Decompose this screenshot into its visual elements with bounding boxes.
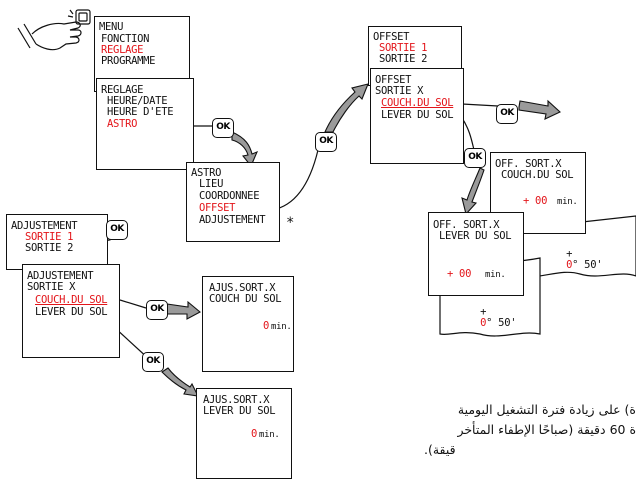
offset-x-line-2: SORTIE X	[375, 85, 424, 97]
button-icon	[75, 9, 91, 25]
off-couch-value: + 00	[523, 195, 548, 207]
ajus-lever-unit: min.	[259, 430, 280, 440]
arrow-lever-down	[461, 167, 485, 216]
menu-line-1: MENU	[99, 21, 124, 33]
adj-x-line-4: LEVER DU SOL	[35, 306, 108, 318]
offset-x-line-3: COUCH.DU SOL	[381, 97, 454, 109]
arrow-offset-up	[324, 83, 369, 133]
strip-right-digit: 0	[566, 259, 573, 271]
arrow-adj-couch-right	[166, 300, 201, 320]
ajus-couch-line-1: AJUS.SORT.X	[209, 282, 276, 294]
astro-line-1: ASTRO	[191, 167, 222, 179]
ajus-couch-value: 0	[263, 320, 270, 332]
astro-screen: ASTRO LIEU COORDONNEE OFFSET ADJUSTEMENT	[186, 162, 280, 242]
menu-line-3: REGLAGE	[101, 44, 144, 56]
reglage-line-4: ASTRO	[107, 118, 138, 130]
ajus-couch-screen: AJUS.SORT.X COUCH DU SOL 0 min.	[202, 276, 294, 372]
ajus-couch-line-2: COUCH DU SOL	[209, 293, 282, 305]
adj-x-line-3: COUCH.DU SOL	[35, 294, 108, 306]
offset-x-line-1: OFFSET	[375, 74, 412, 86]
astro-line-2: LIEU	[199, 178, 224, 190]
strip-left-digit: 0	[480, 317, 487, 329]
tap-marks	[67, 9, 74, 18]
ok-button-astro: OK	[212, 118, 234, 138]
reglage-screen: REGLAGE HEURE/DATE HEURE D'ETE ASTRO	[96, 78, 194, 170]
offset-outputs-line-2: SORTIE 1	[379, 42, 428, 54]
adj-outputs-line-2: SORTIE 1	[25, 231, 74, 243]
off-lever-line-2: LEVER DU SOL	[439, 230, 512, 242]
button-icon-inner	[78, 12, 88, 22]
ajus-lever-value: 0	[251, 428, 258, 440]
off-lever-screen: OFF. SORT.X LEVER DU SOL + 00 min.	[428, 212, 524, 296]
hand-cuff	[17, 23, 37, 49]
connector-adj-couch-ok	[119, 299, 147, 309]
strip-right-rest: ° 50'	[572, 259, 603, 271]
adj-x-line-2: SORTIE X	[27, 281, 76, 293]
off-couch-line-1: OFF. SORT.X	[495, 158, 562, 170]
off-couch-line-2: COUCH.DU SOL	[501, 169, 574, 181]
arabic-line-3: قيقة).	[424, 442, 456, 457]
ajus-couch-unit: min.	[271, 322, 292, 332]
reglage-line-1: REGLAGE	[101, 84, 144, 96]
strip-right-text: + 0° 50'	[542, 238, 602, 282]
off-lever-unit: min.	[485, 270, 506, 280]
menu-line-2: FONCTION	[101, 33, 150, 45]
asterisk-note: *	[286, 215, 295, 231]
connector-couch-ok	[461, 103, 499, 107]
arrow-couch-right	[518, 99, 561, 120]
offset-x-screen: OFFSET SORTIE X COUCH.DU SOL LEVER DU SO…	[370, 68, 464, 164]
reglage-line-3: HEURE D'ETE	[107, 106, 174, 118]
adj-outputs-line-3: SORTIE 2	[25, 242, 74, 254]
off-couch-unit: min.	[557, 197, 578, 207]
ok-button-adj-couch: OK	[146, 300, 168, 320]
arabic-line-2: ة 60 دقيقة (صباحًا الإطفاء المتأخر	[457, 422, 636, 437]
off-lever-line-1: OFF. SORT.X	[433, 219, 500, 231]
adj-outputs-screen: ADJUSTEMENT SORTIE 1 SORTIE 2	[6, 214, 108, 270]
strip-left-rest: ° 50'	[486, 317, 517, 329]
hand-outline	[31, 21, 82, 51]
astro-line-3: COORDONNEE	[199, 190, 260, 202]
ok-button-adjust: OK	[106, 220, 128, 240]
astro-line-5: ADJUSTEMENT	[199, 214, 266, 226]
arrow-astro-down	[231, 131, 259, 168]
ok-button-lever: OK	[464, 148, 486, 168]
reglage-line-2: HEURE/DATE	[107, 95, 168, 107]
adj-outputs-line-1: ADJUSTEMENT	[11, 220, 78, 232]
arrow-adj-lever-down	[161, 367, 199, 397]
adj-x-screen: ADJUSTEMENT SORTIE X COUCH.DU SOL LEVER …	[22, 264, 120, 358]
offset-outputs-line-3: SORTIE 2	[379, 53, 428, 65]
off-lever-value: + 00	[447, 268, 472, 280]
astro-line-4: OFFSET	[199, 202, 236, 214]
strip-right-sign: +	[566, 248, 573, 260]
strip-left-text: + 0° 50'	[456, 296, 516, 340]
ajus-lever-line-1: AJUS.SORT.X	[203, 394, 270, 406]
arabic-line-1: ة) على زيادة فترة التشغيل اليومية	[457, 402, 636, 417]
ajus-lever-screen: AJUS.SORT.X LEVER DU SOL 0 min.	[196, 388, 292, 479]
ok-button-couch: OK	[496, 104, 518, 124]
ok-button-adj-lever: OK	[142, 352, 164, 372]
adj-x-line-1: ADJUSTEMENT	[27, 270, 94, 282]
menu-line-4: PROGRAMME	[101, 55, 156, 67]
offset-outputs-line-1: OFFSET	[373, 31, 410, 43]
ok-button-offset: OK	[315, 132, 337, 152]
ajus-lever-line-2: LEVER DU SOL	[203, 405, 276, 417]
offset-x-line-4: LEVER DU SOL	[381, 109, 454, 121]
strip-left-sign: +	[480, 306, 487, 318]
